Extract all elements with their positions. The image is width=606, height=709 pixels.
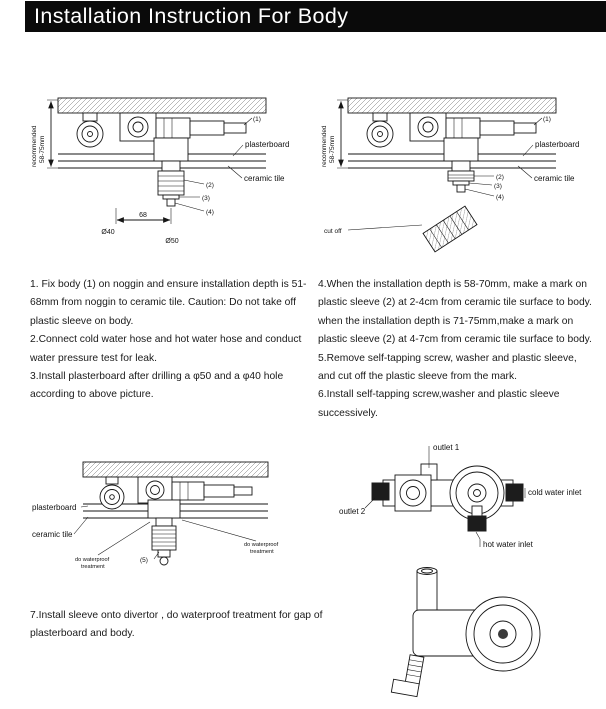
callouts: (1) (2) (3) (4) bbox=[464, 116, 551, 201]
hot-water-port bbox=[467, 515, 487, 532]
recommended-label-line2: 58-75mm bbox=[329, 136, 336, 163]
callout-1: (1) bbox=[253, 116, 261, 123]
sleeve-cut-off-diagram: recommended 58-75mm bbox=[321, 97, 579, 253]
instruction-step-6: 6.Install self-tapping screw,washer and … bbox=[318, 389, 560, 419]
callout-4: (4) bbox=[206, 209, 214, 216]
instructions-steps-4-6: 4.When the installation depth is 58-70mm… bbox=[318, 276, 592, 423]
port-labels: outlet 1 outlet 2 cold water inlet hot w… bbox=[339, 443, 582, 549]
instruction-step-1: 1. Fix body (1) on noggin and ensure ins… bbox=[30, 279, 307, 327]
noggin-bar bbox=[82, 461, 269, 478]
callout-3: (3) bbox=[202, 195, 210, 202]
plasterboard-label: plasterboard bbox=[535, 140, 579, 149]
callouts: (1) (2) (3) (4) bbox=[174, 116, 261, 216]
callout-2: (2) bbox=[206, 182, 214, 189]
waterproof-right-line2: treatment bbox=[250, 549, 274, 555]
recommended-label-line2: 58-75mm bbox=[39, 136, 46, 163]
cold-water-inlet-label: cold water inlet bbox=[528, 488, 582, 497]
callout-5: (5) bbox=[140, 557, 148, 564]
instruction-step-3: 3.Install plasterboard after drilling a … bbox=[30, 371, 284, 401]
outlet-1-label: outlet 1 bbox=[433, 443, 460, 452]
outlet-2-label: outlet 2 bbox=[339, 507, 366, 516]
callout-2: (2) bbox=[496, 174, 504, 181]
divertor-and-sleeve bbox=[153, 137, 189, 207]
instruction-step-5: 5.Remove self-tapping screw, washer and … bbox=[318, 352, 577, 383]
callout-4: (4) bbox=[496, 194, 504, 201]
instruction-step-7: 7.Install sleeve onto divertor , do wate… bbox=[30, 610, 323, 640]
diagram-bottom-right-section: outlet 1 outlet 2 cold water inlet hot w… bbox=[325, 438, 595, 703]
body-plan-view bbox=[371, 463, 524, 532]
recommended-depth-dimension: recommended 58-75mm bbox=[321, 99, 348, 169]
instruction-step-4: 4.When the installation depth is 58-70mm… bbox=[318, 279, 592, 346]
hot-water-inlet-label: hot water inlet bbox=[483, 540, 534, 549]
divertor-shortened-sleeve bbox=[443, 137, 479, 193]
noggin-bar bbox=[57, 97, 267, 114]
diagram-bottom-left-section: plasterboard ceramic tile (5) do waterpr… bbox=[28, 440, 313, 585]
callout-5-group: (5) bbox=[140, 551, 160, 564]
waterproof-right-line1: do waterproof bbox=[244, 542, 279, 548]
diagram-top-right-section: recommended 58-75mm bbox=[318, 92, 603, 270]
plasterboard-label: plasterboard bbox=[245, 140, 289, 149]
divertor-stem bbox=[390, 654, 425, 698]
plasterboard-label: plasterboard bbox=[32, 503, 76, 512]
valve-body bbox=[99, 476, 253, 510]
divertor-with-sleeve bbox=[147, 499, 181, 566]
cut-off-leader bbox=[347, 224, 423, 231]
waterproof-treatment-right: do waterproof treatment bbox=[181, 519, 279, 555]
noggin-bar bbox=[347, 97, 557, 114]
instructions-steps-1-3: 1. Fix body (1) on noggin and ensure ins… bbox=[30, 276, 310, 405]
recommended-depth-dimension: recommended 58-75mm bbox=[31, 99, 58, 169]
dimension-d50: Ø50 bbox=[165, 238, 178, 245]
recommended-label-line1: recommended bbox=[31, 125, 38, 167]
cut-off-sleeve-piece bbox=[422, 205, 478, 253]
layer-labels: plasterboard ceramic tile bbox=[32, 503, 89, 539]
body-perspective-view bbox=[390, 567, 541, 698]
dimension-68: 68 bbox=[139, 212, 147, 219]
valve-body bbox=[76, 112, 247, 148]
recommended-label-line1: recommended bbox=[321, 125, 328, 167]
dimension-d40: Ø40 bbox=[101, 229, 114, 236]
valve-body bbox=[366, 112, 537, 148]
ceramic-tile-label: ceramic tile bbox=[32, 530, 73, 539]
ceramic-tile-label: ceramic tile bbox=[244, 174, 285, 183]
cut-off-label: cut off bbox=[324, 228, 342, 235]
hole-dimensions: 68 Ø40 Ø50 bbox=[101, 208, 179, 245]
layer-labels: plasterboard ceramic tile bbox=[517, 140, 579, 183]
layer-labels: plasterboard ceramic tile bbox=[227, 140, 289, 183]
ceramic-tile-label: ceramic tile bbox=[534, 174, 575, 183]
body-ports-diagram: outlet 1 outlet 2 cold water inlet hot w… bbox=[339, 443, 582, 698]
outlet-2-port bbox=[371, 482, 390, 501]
waterproof-left-line2: treatment bbox=[81, 564, 105, 570]
callout-1: (1) bbox=[543, 116, 551, 123]
waterproof-treatment-left: do waterproof treatment bbox=[75, 521, 151, 570]
title-bar: Installation Instruction For Body bbox=[25, 1, 606, 32]
instruction-step-2: 2.Connect cold water hose and hot water … bbox=[30, 334, 302, 364]
waterproof-left-line1: do waterproof bbox=[75, 557, 110, 563]
page-title: Installation Instruction For Body bbox=[34, 4, 349, 28]
diagram-top-left-section: recommended 58-75mm bbox=[28, 92, 313, 270]
callout-3: (3) bbox=[494, 183, 502, 190]
installation-depth-diagram: recommended 58-75mm bbox=[31, 97, 289, 245]
waterproof-treatment-diagram: plasterboard ceramic tile (5) do waterpr… bbox=[32, 461, 279, 570]
cold-water-port bbox=[505, 483, 524, 502]
instructions-step-7: 7.Install sleeve onto divertor , do wate… bbox=[30, 607, 330, 644]
